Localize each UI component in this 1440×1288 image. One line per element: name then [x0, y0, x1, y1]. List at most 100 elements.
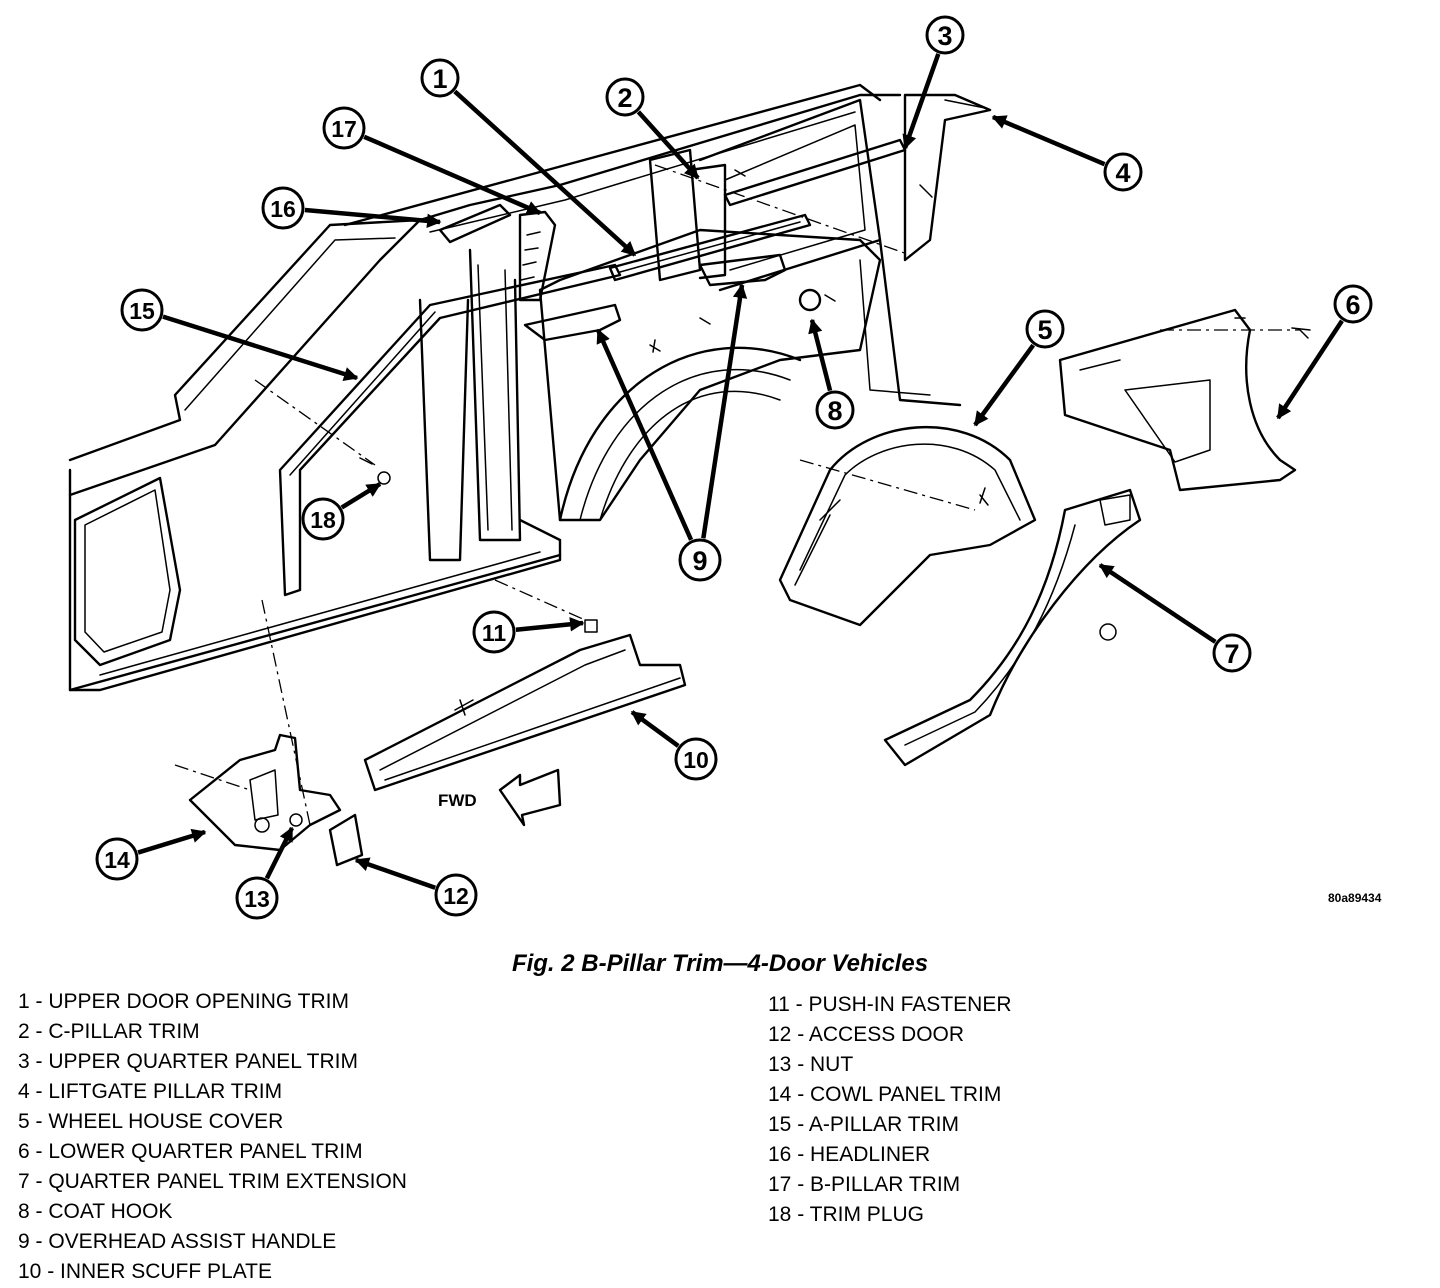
callout-10-leader-arrow: [630, 710, 680, 748]
legend-item: 17 - B-PILLAR TRIM: [768, 1173, 961, 1196]
callout-8-number: 8: [827, 396, 842, 426]
callout-4: 4: [1103, 152, 1143, 192]
callout-12-circle: [434, 873, 478, 917]
callout-18-number: 18: [310, 507, 336, 533]
callout-11-leader-arrow: [515, 617, 585, 633]
legend-item: 18 - TRIM PLUG: [768, 1203, 924, 1226]
callout-17-leader-arrow: [363, 134, 542, 216]
callout-7-number: 7: [1224, 639, 1239, 669]
callout-1-circle: [420, 58, 460, 98]
leader-arrows: [137, 53, 1344, 890]
callout-10: 10: [674, 737, 718, 781]
callout-16: 16: [261, 186, 305, 230]
callout-13-leader-arrow: [264, 826, 295, 880]
callout-5: 5: [1025, 309, 1065, 349]
legend-item: 10 - INNER SCUFF PLATE: [18, 1260, 272, 1283]
callout-8-circle: [815, 390, 855, 430]
callout-12-number: 12: [443, 883, 469, 909]
callout-4-circle: [1103, 152, 1143, 192]
callout-17-number: 17: [331, 116, 357, 142]
callout-2-circle: [605, 77, 645, 117]
callout-16-circle: [261, 186, 305, 230]
callout-18: 18: [301, 497, 345, 541]
callout-14: 14: [95, 837, 139, 881]
legend-item: 12 - ACCESS DOOR: [768, 1023, 965, 1046]
callout-9: 9: [678, 538, 722, 582]
callout-14-circle: [95, 837, 139, 881]
callout-4-leader-arrow: [991, 114, 1106, 167]
callout-18-leader-arrow: [340, 482, 382, 510]
lower-quarter-panel-trim: [1058, 308, 1311, 492]
callout-8-leader-arrow: [808, 318, 833, 392]
callout-15-number: 15: [129, 298, 155, 324]
inner-scuff-plate: [363, 633, 687, 792]
callout-6-leader-arrow: [1276, 319, 1344, 420]
callout-6-number: 6: [1345, 290, 1360, 320]
callout-6: 6: [1333, 284, 1373, 324]
callout-5-number: 5: [1037, 315, 1052, 345]
callout-15: 15: [120, 288, 164, 332]
callout-9-leader-arrow-1: [595, 328, 694, 541]
access-door: [328, 813, 364, 867]
callout-15-leader-arrow: [162, 314, 359, 381]
forward-direction-label: FWD: [438, 791, 477, 810]
callout-4-number: 4: [1115, 158, 1130, 188]
callout-8: 8: [815, 390, 855, 430]
trim-plug: [377, 471, 391, 485]
legend-item: 5 - WHEEL HOUSE COVER: [18, 1110, 284, 1133]
legend-item: 3 - UPPER QUARTER PANEL TRIM: [18, 1050, 358, 1073]
callout-3: 3: [925, 15, 965, 55]
legend-item: 1 - UPPER DOOR OPENING TRIM: [18, 990, 349, 1013]
callout-10-number: 10: [683, 747, 709, 773]
callout-15-circle: [120, 288, 164, 332]
legend-item: 13 - NUT: [768, 1053, 854, 1076]
callout-1-number: 1: [432, 64, 447, 94]
callout-1: 1: [420, 58, 460, 98]
callout-18-circle: [301, 497, 345, 541]
callout-11-circle: [472, 610, 516, 654]
callout-13-circle: [235, 876, 279, 920]
callout-11: 11: [472, 610, 516, 654]
callout-14-leader-arrow: [137, 828, 207, 855]
callout-13: 13: [235, 876, 279, 920]
callout-2: 2: [605, 77, 645, 117]
callout-11-number: 11: [482, 620, 507, 646]
legend-item: 4 - LIFTGATE PILLAR TRIM: [18, 1080, 283, 1103]
legend-item: 9 - OVERHEAD ASSIST HANDLE: [18, 1230, 337, 1253]
callout-9-circle: [678, 538, 722, 582]
callout-6-circle: [1333, 284, 1373, 324]
callout-7-circle: [1212, 633, 1252, 673]
cowl-panel-trim: [188, 733, 342, 852]
callout-5-leader-arrow: [973, 343, 1036, 427]
forward-arrow: FWD: [438, 768, 562, 827]
callout-1-leader-arrow: [453, 89, 637, 257]
legend-item: 7 - QUARTER PANEL TRIM EXTENSION: [18, 1170, 407, 1193]
callout-16-leader-arrow: [304, 207, 442, 229]
legend-item: 15 - A-PILLAR TRIM: [768, 1113, 960, 1136]
callout-10-circle: [674, 737, 718, 781]
figure-caption: Fig. 2 B-Pillar Trim—4-Door Vehicles: [511, 950, 929, 977]
callout-9-leader-arrow-2: [701, 283, 748, 539]
alignment-lines: [174, 164, 1300, 826]
callout-2-number: 2: [617, 83, 632, 113]
callout-13-number: 13: [244, 886, 270, 912]
legend-item: 16 - HEADLINER: [768, 1143, 931, 1166]
callout-9-number: 9: [692, 546, 707, 576]
callout-12: 12: [434, 873, 478, 917]
callout-3-leader-arrow: [902, 53, 941, 150]
callout-5-circle: [1025, 309, 1065, 349]
callout-3-number: 3: [937, 21, 952, 51]
callout-3-circle: [925, 15, 965, 55]
callout-7-leader-arrow: [1098, 563, 1217, 644]
vehicle-body: [68, 83, 992, 692]
callout-16-number: 16: [270, 196, 296, 222]
figure-reference-code: 80a89434: [1328, 891, 1382, 905]
wheel-house-cover: [778, 425, 1037, 627]
callout-17-circle: [322, 106, 366, 150]
callout-2-leader-arrow: [636, 110, 700, 180]
push-in-fastener: [584, 619, 598, 633]
